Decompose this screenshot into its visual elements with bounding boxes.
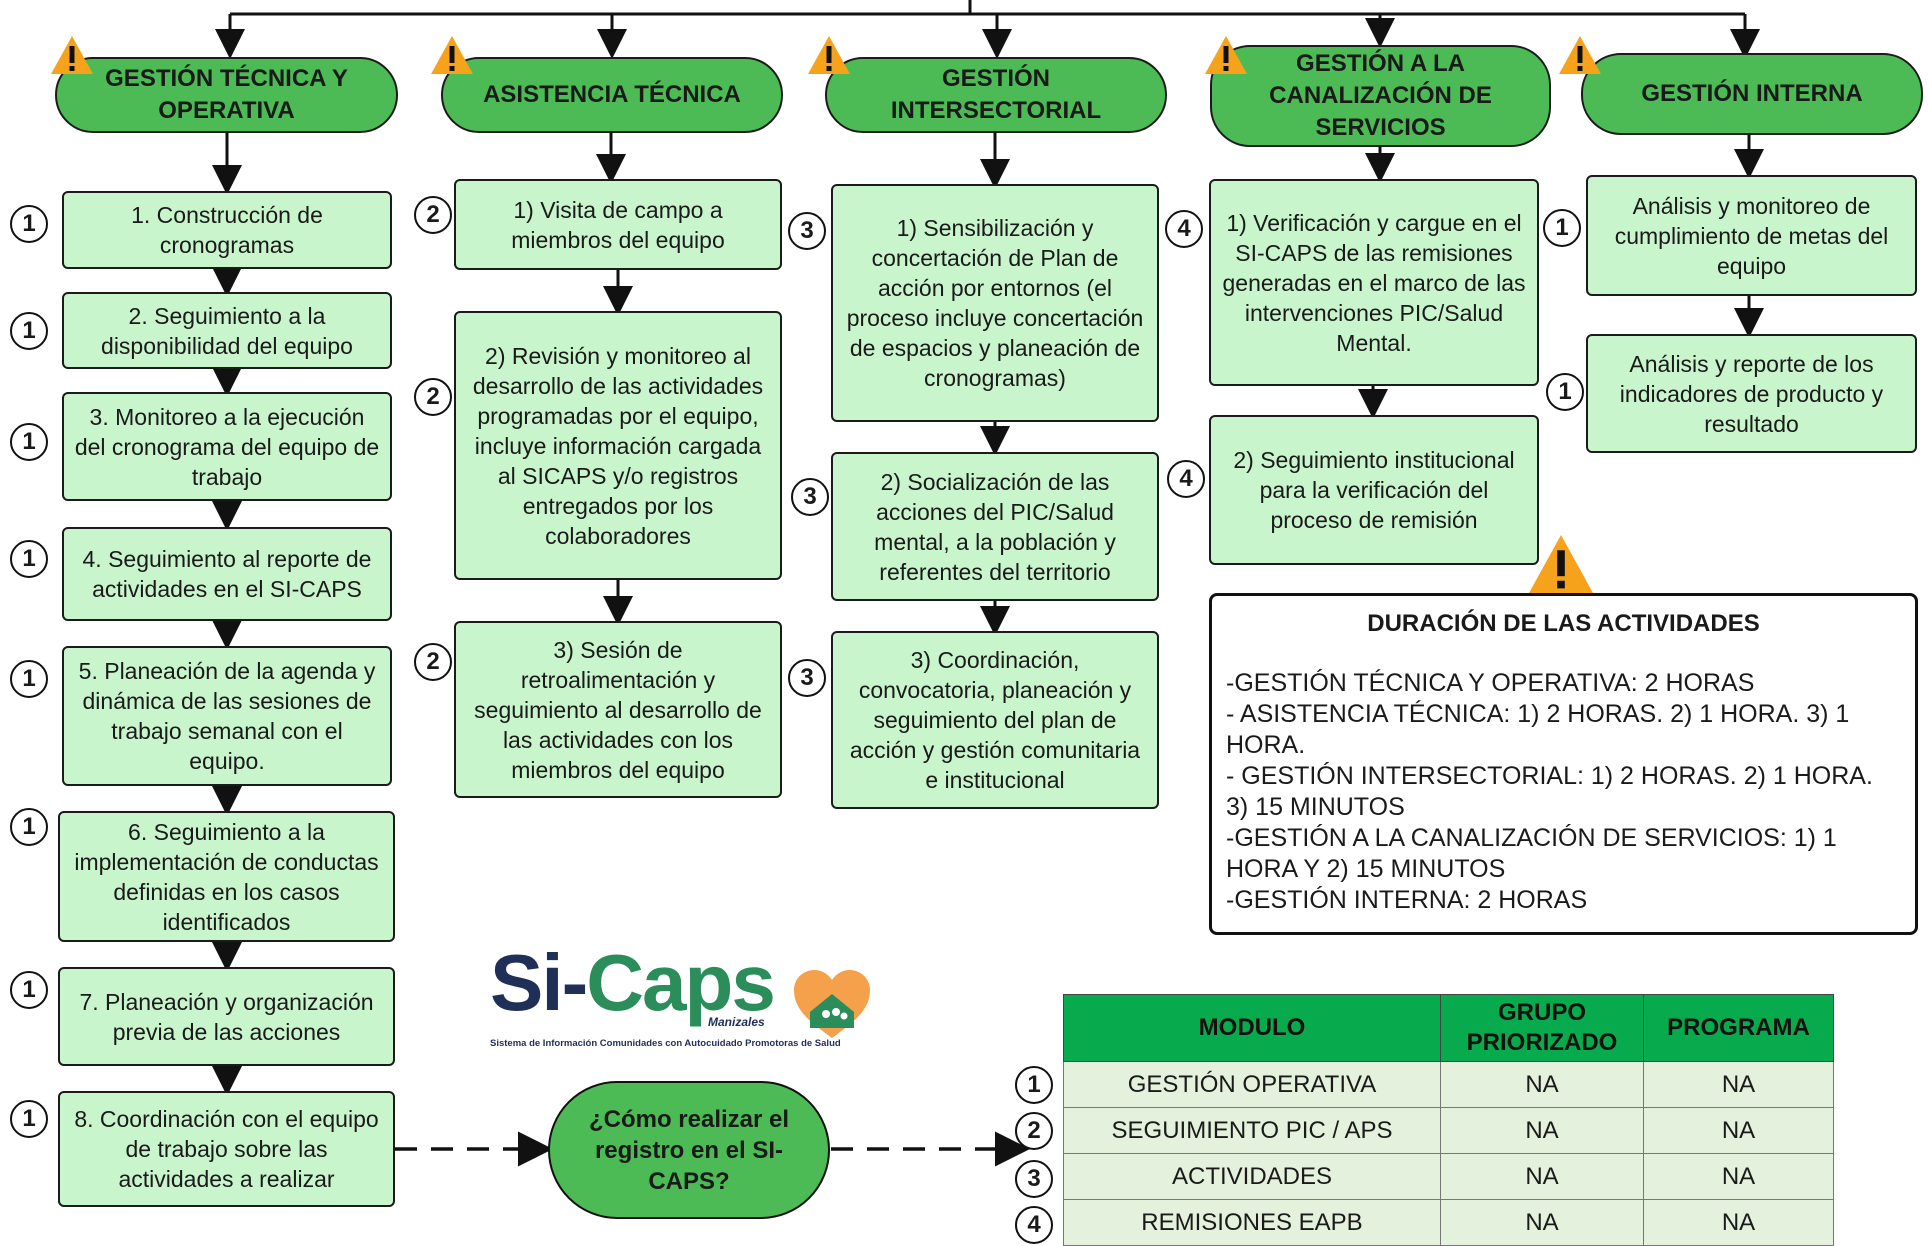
- table-cell: NA: [1440, 1061, 1644, 1108]
- activity-box: 2) Socialización de las acciones del PIC…: [831, 452, 1159, 601]
- table-cell: NA: [1440, 1153, 1644, 1200]
- activity-box: 8. Coordinación con el equipo de trabajo…: [58, 1091, 395, 1207]
- step-number-badge: 1: [10, 1100, 48, 1138]
- step-number-badge: 1: [10, 205, 48, 243]
- activity-box: 5. Planeación de la agenda y dinámica de…: [62, 646, 392, 786]
- warning-icon: [808, 36, 850, 74]
- step-number-badge: 1: [1015, 1066, 1053, 1104]
- step-number-badge: 3: [788, 659, 826, 697]
- activity-box: 4. Seguimiento al reporte de actividades…: [62, 527, 392, 621]
- table-header-grupo: GRUPO PRIORIZADO: [1440, 994, 1644, 1062]
- logo-city: Manizales: [708, 1015, 765, 1029]
- step-number-badge: 2: [1015, 1112, 1053, 1150]
- header-gestion-canalizacion: GESTIÓN A LA CANALIZACIÓN DE SERVICIOS: [1210, 45, 1551, 147]
- step-number-badge: 1: [10, 312, 48, 350]
- table-row: ACTIVIDADES NA NA: [1063, 1153, 1834, 1200]
- si-caps-logo: Si-Caps Manizales Sistema de Información…: [486, 938, 886, 1058]
- question-node: ¿Cómo realizar el registro en el SI-CAPS…: [548, 1081, 830, 1219]
- step-number-badge: 4: [1167, 460, 1205, 498]
- header-gestion-interna: GESTIÓN INTERNA: [1581, 53, 1923, 135]
- activity-box: 6. Seguimiento a la implementación de co…: [58, 811, 395, 942]
- header-asistencia-tecnica: ASISTENCIA TÉCNICA: [441, 57, 783, 133]
- activity-box: 3) Coordinación, convocatoria, planeació…: [831, 631, 1159, 809]
- duration-title: DURACIÓN DE LAS ACTIVIDADES: [1367, 610, 1760, 637]
- table-row: REMISIONES EAPB NA NA: [1063, 1199, 1834, 1246]
- step-number-badge: 1: [1546, 373, 1584, 411]
- activity-box: 7. Planeación y organización previa de l…: [58, 967, 395, 1066]
- table-cell: SEGUIMIENTO PIC / APS: [1063, 1107, 1441, 1154]
- logo-tagline: Sistema de Información Comunidades con A…: [490, 1038, 841, 1049]
- table-header-programa: PROGRAMA: [1643, 994, 1834, 1062]
- logo-wordmark: Si-Caps: [490, 938, 776, 1028]
- warning-icon: [51, 36, 93, 74]
- step-number-badge: 2: [414, 378, 452, 416]
- activity-box: 1. Construcción de cronogramas: [62, 191, 392, 269]
- activity-box: 3. Monitoreo a la ejecución del cronogra…: [62, 392, 392, 501]
- step-number-badge: 4: [1165, 210, 1203, 248]
- step-number-badge: 2: [414, 196, 452, 234]
- step-number-badge: 1: [1543, 209, 1581, 247]
- activity-box: Análisis y reporte de los indicadores de…: [1586, 334, 1917, 453]
- duration-line: - ASISTENCIA TÉCNICA: 1) 2 HORAS. 2) 1 H…: [1226, 700, 1850, 759]
- step-number-badge: 3: [1015, 1160, 1053, 1198]
- step-number-badge: 1: [10, 423, 48, 461]
- step-number-badge: 3: [788, 212, 826, 250]
- warning-icon: [1559, 36, 1601, 74]
- activity-box: 2. Seguimiento a la disponibilidad del e…: [62, 292, 392, 369]
- logo-caps: Caps: [586, 938, 776, 1027]
- duration-line: -GESTIÓN A LA CANALIZACIÓN DE SERVICIOS:…: [1226, 824, 1837, 883]
- header-gestion-tecnica: GESTIÓN TÉCNICA Y OPERATIVA: [55, 57, 398, 133]
- table-cell: GESTIÓN OPERATIVA: [1063, 1061, 1441, 1108]
- table-row: GESTIÓN OPERATIVA NA NA: [1063, 1061, 1834, 1108]
- duration-line: -GESTIÓN INTERNA: 2 HORAS: [1226, 886, 1588, 914]
- flow-diagram: GESTIÓN TÉCNICA Y OPERATIVA ASISTENCIA T…: [10, 0, 1923, 1246]
- table-cell: NA: [1643, 1199, 1834, 1246]
- duration-box: DURACIÓN DE LAS ACTIVIDADES -GESTIÓN TÉC…: [1209, 593, 1918, 935]
- table-header-modulo: MODULO: [1063, 994, 1441, 1062]
- activity-box: 2) Seguimiento institucional para la ver…: [1209, 415, 1539, 565]
- warning-icon: [1205, 36, 1247, 74]
- step-number-badge: 2: [414, 643, 452, 681]
- duration-line: - GESTIÓN INTERSECTORIAL: 1) 2 HORAS. 2)…: [1226, 762, 1873, 821]
- step-number-badge: 1: [10, 808, 48, 846]
- table-header-row: MODULO GRUPO PRIORIZADO PROGRAMA: [1063, 994, 1834, 1062]
- activity-box: Análisis y monitoreo de cumplimiento de …: [1586, 175, 1917, 296]
- table-row: SEGUIMIENTO PIC / APS NA NA: [1063, 1107, 1834, 1154]
- connector-lines: [212, 0, 1764, 1167]
- table-cell: NA: [1643, 1107, 1834, 1154]
- header-gestion-intersectorial: GESTIÓN INTERSECTORIAL: [825, 57, 1167, 133]
- activity-box: 1) Sensibilización y concertación de Pla…: [831, 184, 1159, 422]
- table-cell: NA: [1643, 1153, 1834, 1200]
- activity-box: 1) Verificación y cargue en el SI-CAPS d…: [1209, 179, 1539, 386]
- table-cell: ACTIVIDADES: [1063, 1153, 1441, 1200]
- step-number-badge: 1: [10, 971, 48, 1009]
- step-number-badge: 1: [10, 540, 48, 578]
- table-cell: NA: [1643, 1061, 1834, 1108]
- duration-line: -GESTIÓN TÉCNICA Y OPERATIVA: 2 HORAS: [1226, 669, 1755, 697]
- step-number-badge: 3: [791, 478, 829, 516]
- warning-icon: [1529, 535, 1593, 593]
- activity-box: 3) Sesión de retroalimentación y seguimi…: [454, 621, 782, 798]
- heart-logo-icon: [794, 970, 870, 1038]
- table-cell: NA: [1440, 1199, 1644, 1246]
- activity-box: 1) Visita de campo a miembros del equipo: [454, 179, 782, 270]
- warning-icon: [431, 36, 473, 74]
- activity-box: 2) Revisión y monitoreo al desarrollo de…: [454, 311, 782, 580]
- step-number-badge: 1: [10, 660, 48, 698]
- logo-si: Si-: [490, 938, 588, 1027]
- table-cell: NA: [1440, 1107, 1644, 1154]
- table-cell: REMISIONES EAPB: [1063, 1199, 1441, 1246]
- step-number-badge: 4: [1015, 1206, 1053, 1244]
- module-table: MODULO GRUPO PRIORIZADO PROGRAMA GESTIÓN…: [1063, 994, 1834, 1246]
